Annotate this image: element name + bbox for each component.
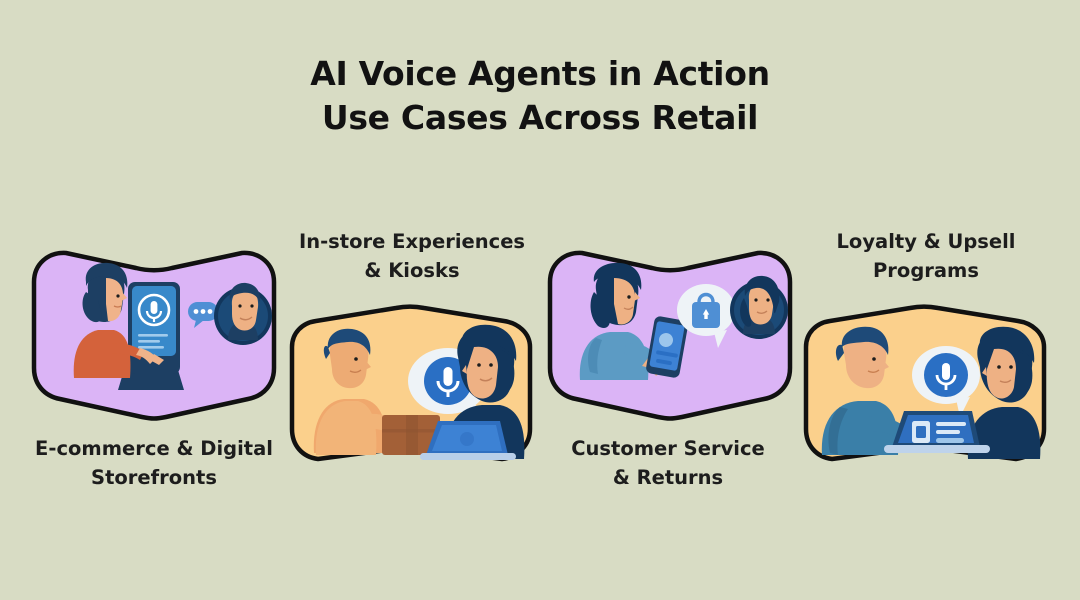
illustration-woman-with-phone: [579, 262, 688, 380]
caption-line-1: Loyalty & Upsell: [836, 230, 1016, 253]
card-shape-purple-1: [31, 250, 277, 421]
card-caption-in-store-experiences-kiosks: In-store Experiences & Kiosks: [272, 227, 552, 285]
chat-dots-icon: [188, 302, 218, 328]
illustration-agent-woman: [967, 326, 1041, 459]
caption-line-1: E-commerce & Digital: [35, 437, 273, 460]
laptop-icon: [884, 411, 990, 453]
title-line-2: Use Cases Across Retail: [321, 98, 759, 137]
caption-line-2: & Kiosks: [364, 259, 460, 282]
microphone-speech-bubble: [912, 346, 980, 417]
card-in-store-experiences-kiosks[interactable]: [286, 303, 536, 466]
card-caption-ecommerce-digital-storefronts: E-commerce & Digital Storefronts: [14, 434, 294, 492]
card-shape-purple-3: [547, 250, 793, 421]
caption-line-2: Storefronts: [91, 466, 217, 489]
caption-line-2: Programs: [873, 259, 979, 282]
illustration-store-associate: [313, 328, 440, 455]
card-customer-service-returns[interactable]: [544, 248, 796, 424]
card-caption-loyalty-upsell-programs: Loyalty & Upsell Programs: [786, 227, 1066, 285]
card-caption-customer-service-returns: Customer Service & Returns: [528, 434, 808, 492]
caption-line-2: & Returns: [612, 466, 724, 489]
shopping-bag-bubble: [677, 284, 735, 348]
title-line-1: AI Voice Agents in Action: [310, 54, 770, 93]
card-loyalty-upsell-programs[interactable]: [800, 303, 1050, 466]
page-title: AI Voice Agents in Action Use Cases Acro…: [0, 52, 1080, 140]
card-ecommerce-digital-storefronts[interactable]: [28, 248, 280, 424]
agent-avatar-icon: [730, 275, 788, 339]
caption-line-1: In-store Experiences: [298, 230, 526, 253]
illustration-agent-at-laptop: [420, 324, 525, 460]
illustration-man-at-laptop: [821, 326, 926, 455]
illustration-kiosk: [73, 262, 184, 390]
card-shape-orange-4: [803, 304, 1047, 462]
caption-line-1: Customer Service: [571, 437, 765, 460]
card-shape-orange-2: [289, 304, 533, 462]
agent-avatar-icon: [214, 282, 272, 345]
